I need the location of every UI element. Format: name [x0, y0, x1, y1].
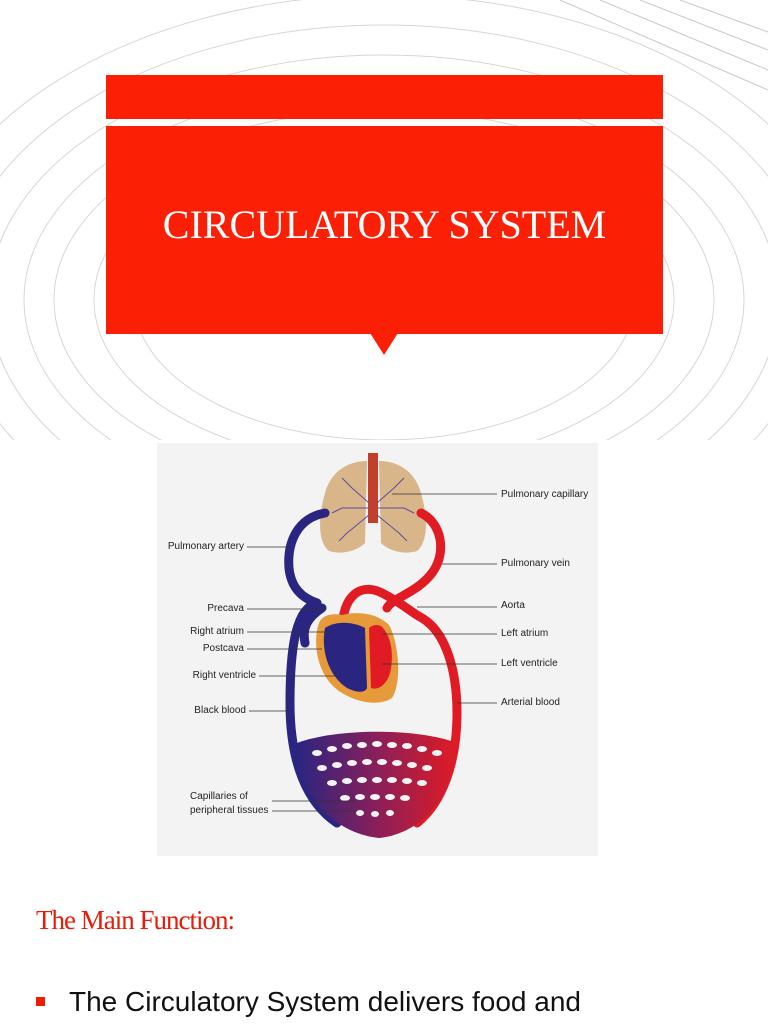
bullet-text: The Circulatory System delivers food and	[69, 986, 581, 1017]
lungs-shape	[320, 453, 426, 553]
title-banner: CIRCULATORY SYSTEM	[106, 126, 663, 334]
label-capillaries-line1: Capillaries of	[190, 791, 248, 802]
label-left-ventricle: Left ventricle	[501, 658, 558, 669]
title-accent-bar	[106, 75, 663, 119]
label-left-atrium: Left atrium	[501, 628, 549, 639]
label-postcava: Postcava	[202, 643, 244, 654]
label-pulmonary-artery: Pulmonary artery	[167, 541, 244, 552]
label-precava: Precava	[207, 603, 244, 614]
label-black-blood: Black blood	[194, 705, 246, 716]
label-capillaries-line2: peripheral tissues	[190, 805, 269, 816]
venous-vessels	[284, 508, 342, 828]
bullet-item: The Circulatory System delivers food and	[36, 986, 581, 1018]
capillary-bed	[297, 731, 457, 838]
slide-title: CIRCULATORY SYSTEM	[162, 201, 607, 247]
title-pointer	[370, 333, 398, 355]
label-arterial-blood: Arterial blood	[501, 697, 560, 708]
label-pulmonary-vein: Pulmonary vein	[501, 558, 570, 569]
label-right-ventricle: Right ventricle	[192, 670, 256, 681]
section-heading: The Main Function:	[36, 905, 235, 935]
heart-shape	[316, 613, 399, 703]
label-leader-lines	[247, 493, 497, 812]
diagram-illustration	[247, 453, 497, 838]
label-right-atrium: Right atrium	[190, 626, 244, 637]
bullet-square-icon	[36, 997, 45, 1006]
label-pulmonary-capillary: Pulmonary capillary	[501, 489, 589, 500]
label-aorta: Aorta	[501, 600, 525, 611]
circulatory-diagram: Pulmonary capillary Pulmonary artery Pul…	[157, 443, 598, 856]
